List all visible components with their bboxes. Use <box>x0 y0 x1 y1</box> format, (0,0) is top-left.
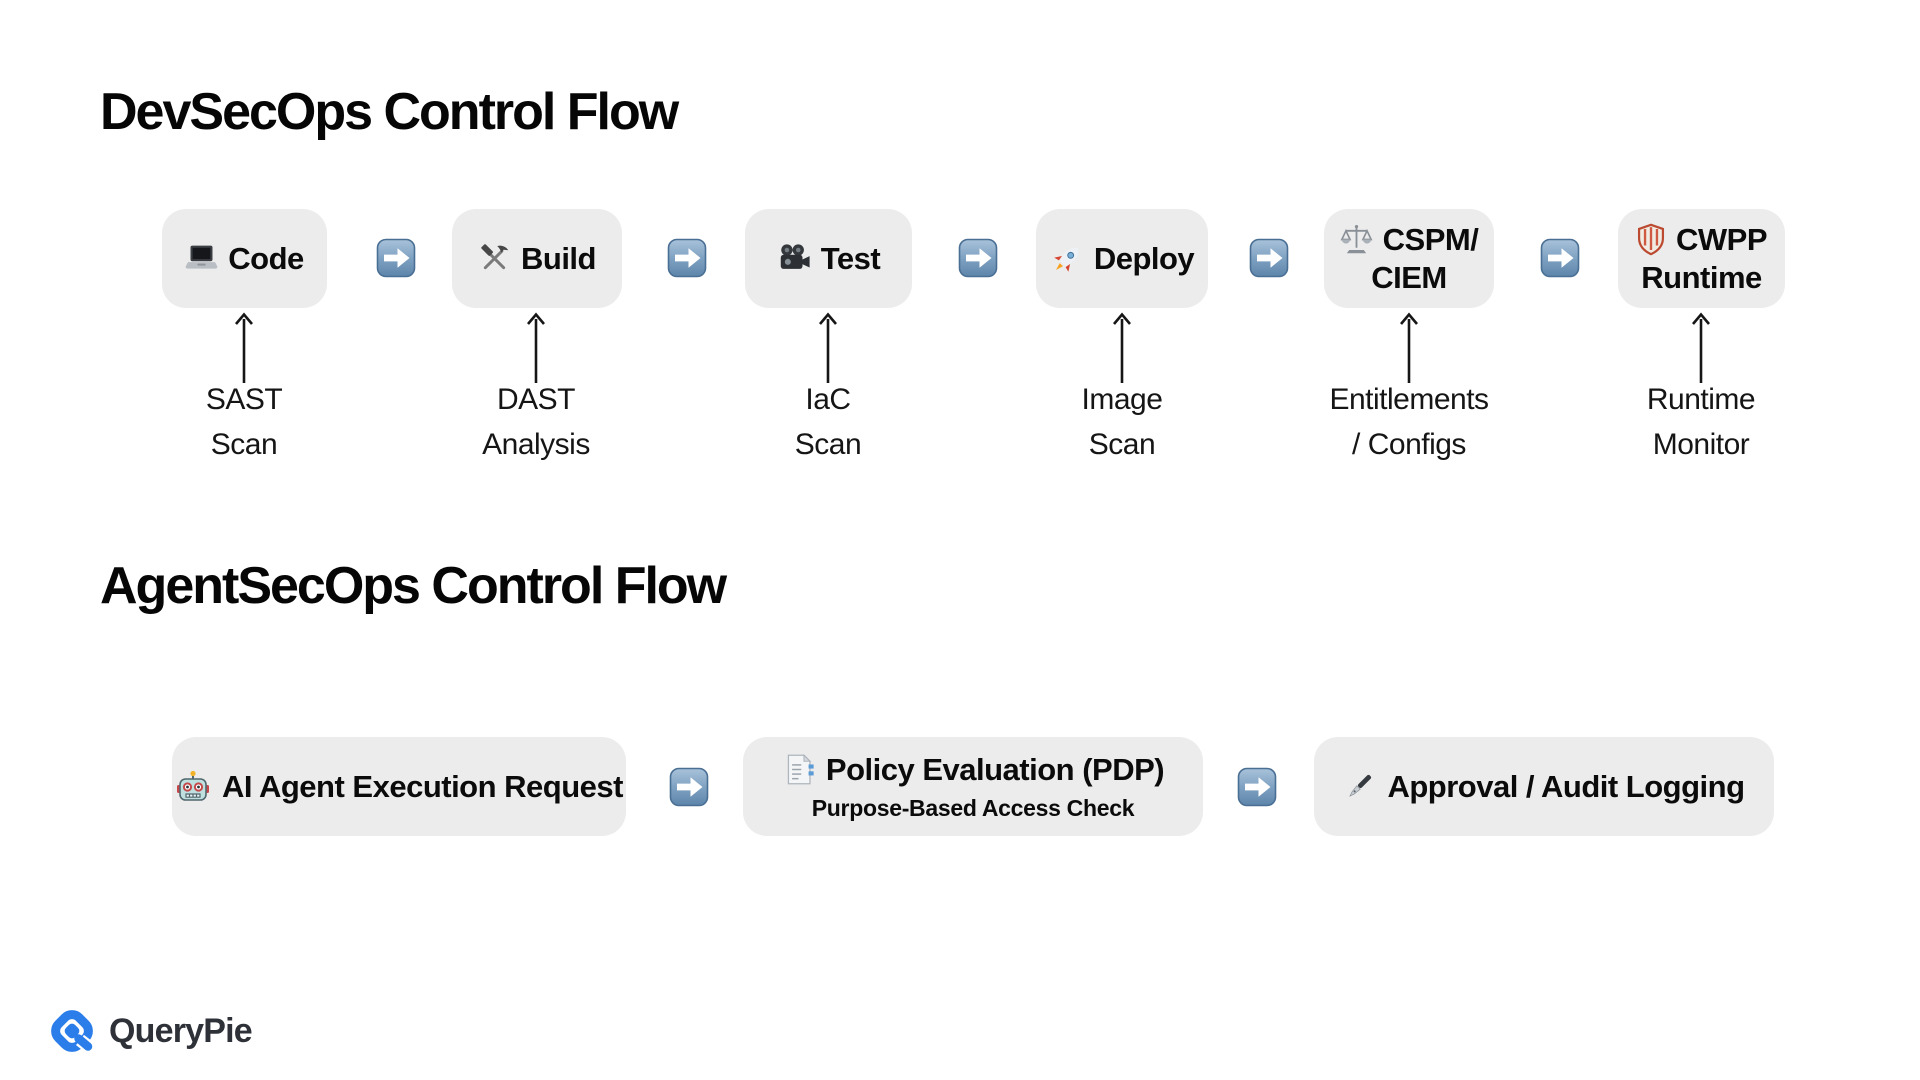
stage-label: CSPM/ <box>1382 221 1479 257</box>
sublabel-line2: Monitor <box>1652 428 1750 461</box>
sublabel-line2: Analysis <box>482 428 590 461</box>
sublabel-line2: Scan <box>794 428 862 461</box>
stage-cspm-ciem-box: CSPM/ CIEM <box>1324 209 1494 308</box>
stage-label-line2: Runtime <box>1641 259 1762 295</box>
fountain-pen-icon <box>1343 770 1376 803</box>
stage-label: Code <box>228 240 304 276</box>
stage-label-line2: CIEM <box>1371 259 1447 295</box>
sublabel-line1: IaC <box>805 383 851 416</box>
shield-icon <box>1636 223 1666 256</box>
up-arrow <box>233 311 255 387</box>
step-label: AI Agent Execution Request <box>222 768 623 804</box>
up-arrow <box>1690 311 1712 387</box>
bookmark-tabs-icon <box>782 753 815 786</box>
sublabel-dast-analysis: DAST Analysis <box>386 377 686 467</box>
arrow-right-icon <box>958 238 998 278</box>
querypie-logo-icon <box>44 1003 100 1059</box>
up-arrow <box>1398 311 1420 387</box>
robot-icon <box>175 769 211 805</box>
movie-camera-icon <box>777 242 811 276</box>
devsecops-title: DevSecOps Control Flow <box>100 83 679 141</box>
sublabel-iac-scan: IaC Scan <box>678 377 978 467</box>
querypie-logo: QueryPie <box>44 1002 253 1060</box>
step-sublabel: Purpose-Based Access Check <box>811 794 1135 821</box>
up-arrow <box>1111 311 1133 387</box>
sublabel-line1: Runtime <box>1646 383 1756 416</box>
sublabel-line1: DAST <box>496 383 576 416</box>
balance-scale-icon <box>1340 223 1373 256</box>
step-ai-agent-request-box: AI Agent Execution Request <box>172 737 626 836</box>
hammer-and-pick-icon <box>478 242 511 275</box>
step-approval-audit-box: Approval / Audit Logging <box>1314 737 1774 836</box>
sublabel-runtime-monitor: Runtime Monitor <box>1551 377 1851 467</box>
sublabel-image-scan: Image Scan <box>972 377 1272 467</box>
stage-label: CWPP <box>1676 221 1768 257</box>
arrow-right-icon <box>669 767 709 807</box>
step-label: Policy Evaluation (PDP) <box>825 751 1165 787</box>
sublabel-line2: / Configs <box>1352 428 1466 461</box>
arrow-right-icon <box>1237 767 1277 807</box>
step-label: Approval / Audit Logging <box>1387 768 1745 804</box>
arrow-right-icon <box>1249 238 1289 278</box>
sublabel-line1: Image <box>1081 383 1163 416</box>
stage-test-box: Test <box>745 209 912 308</box>
stage-code-box: Code <box>162 209 327 308</box>
arrow-right-icon <box>1540 238 1580 278</box>
sublabel-sast-scan: SAST Scan <box>94 377 394 467</box>
stage-label: Deploy <box>1093 240 1195 276</box>
arrow-right-icon <box>667 238 707 278</box>
rocket-icon <box>1050 242 1084 276</box>
sublabel-line1: Entitlements <box>1329 383 1489 416</box>
up-arrow <box>525 311 547 387</box>
sublabel-line1: SAST <box>205 383 283 416</box>
stage-deploy-box: Deploy <box>1036 209 1208 308</box>
laptop-icon <box>185 242 218 275</box>
stage-label: Test <box>820 240 881 276</box>
brand-name: QueryPie <box>109 1011 253 1050</box>
agentsecops-title: AgentSecOps Control Flow <box>100 557 727 615</box>
sublabel-line2: Scan <box>210 428 278 461</box>
stage-cwpp-runtime-box: CWPP Runtime <box>1618 209 1785 308</box>
stage-build-box: Build <box>452 209 622 308</box>
sublabel-entitlements-configs: Entitlements / Configs <box>1259 377 1559 467</box>
stage-label: Build <box>521 240 597 276</box>
arrow-right-icon <box>376 238 416 278</box>
up-arrow <box>817 311 839 387</box>
sublabel-line2: Scan <box>1088 428 1156 461</box>
step-policy-evaluation-box: Policy Evaluation (PDP) Purpose-Based Ac… <box>743 737 1203 836</box>
